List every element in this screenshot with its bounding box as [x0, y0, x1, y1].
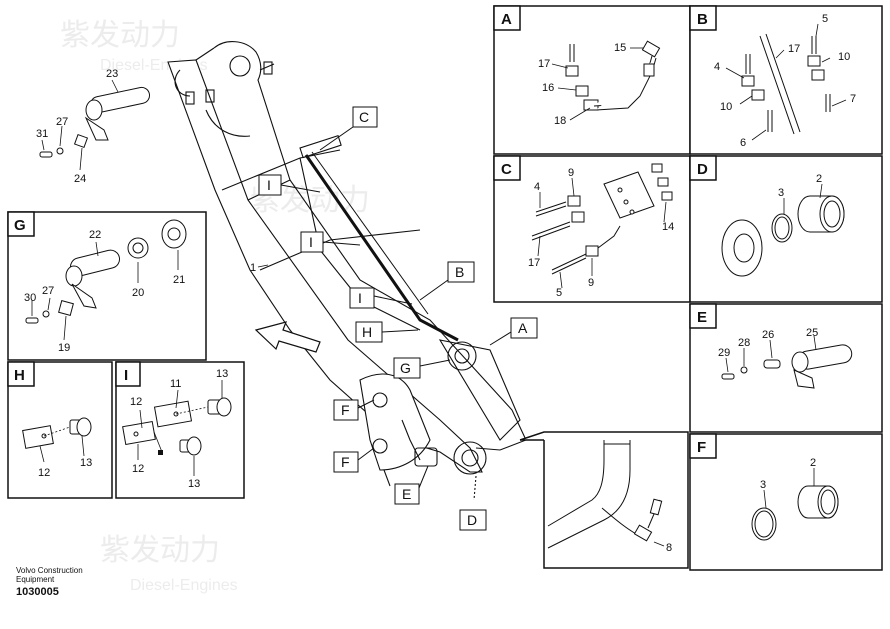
label-28: 28: [738, 337, 750, 349]
callout-box-d: [459, 509, 487, 531]
callout-a: A: [518, 320, 528, 336]
drawing-number: 1030005: [16, 586, 59, 598]
label-19: 19: [58, 342, 70, 354]
label-4: 4: [534, 181, 540, 193]
callout-e: E: [402, 486, 411, 502]
panel-h: H 12 13: [7, 361, 113, 499]
callout-d: D: [467, 512, 477, 528]
panel-a-title: A: [501, 11, 512, 28]
label-17: 17: [538, 58, 550, 70]
label-21: 21: [173, 274, 185, 286]
label-14: 14: [662, 221, 674, 233]
label-7: 7: [850, 93, 856, 105]
panel-g-title: G: [14, 217, 26, 234]
label-17: 17: [788, 43, 800, 55]
label-15: 15: [614, 42, 626, 54]
label-26: 26: [762, 329, 774, 341]
label-17: 17: [528, 257, 540, 269]
label-9: 9: [568, 167, 574, 179]
callout-i3: I: [358, 290, 362, 306]
panel-f: F 3 2: [689, 433, 883, 571]
label-12-b: 12: [132, 463, 144, 475]
callout-box-f2: [333, 451, 359, 473]
label-2: 2: [810, 457, 816, 469]
label-1: 1: [250, 262, 256, 274]
panel-b: B 5 4 17 10 10 7 6: [689, 5, 883, 155]
label-12: 12: [130, 396, 142, 408]
label-10-b: 10: [720, 101, 732, 113]
label-8: 8: [666, 542, 672, 554]
callout-h: H: [362, 324, 372, 340]
label-31: 31: [36, 128, 48, 140]
label-3: 3: [778, 187, 784, 199]
label-27: 27: [42, 285, 54, 297]
callout-b: B: [455, 264, 464, 280]
label-4: 4: [714, 61, 720, 73]
callout-i2: I: [309, 234, 313, 250]
panel-e-title: E: [697, 309, 707, 326]
watermark-cn: 紫发动力: [60, 19, 180, 52]
callout-box-i3: [349, 287, 375, 309]
label-12: 12: [38, 467, 50, 479]
label-3: 3: [760, 479, 766, 491]
watermark-cn: 紫发动力: [100, 534, 220, 567]
label-29: 29: [718, 347, 730, 359]
label-10: 10: [838, 51, 850, 63]
callout-c: C: [359, 109, 369, 125]
label-30: 30: [24, 292, 36, 304]
callout-box-e: [394, 483, 420, 505]
callout-f2: F: [341, 454, 350, 470]
callout-box-c: [352, 106, 378, 128]
label-27: 27: [56, 116, 68, 128]
panel-d-title: D: [697, 161, 708, 178]
label-13-b: 13: [188, 478, 200, 490]
panel-i-title: I: [124, 367, 128, 384]
boom-callouts: [258, 106, 538, 531]
label-11: 11: [170, 378, 181, 390]
panel-c-title: C: [501, 161, 512, 178]
label-13: 13: [80, 457, 92, 469]
panel-b-title: B: [697, 11, 708, 28]
footer-division: Equipment: [16, 575, 55, 584]
main-part-numbers: 23 27 31 24 1: [36, 68, 256, 274]
panel-detail: 8: [519, 431, 689, 569]
label-9-b: 9: [588, 277, 594, 289]
label-5: 5: [556, 287, 562, 299]
label-23: 23: [106, 68, 118, 80]
callout-box-a: [510, 317, 538, 339]
label-5: 5: [822, 13, 828, 25]
panel-h-title: H: [14, 367, 25, 384]
label-18: 18: [554, 115, 566, 127]
callout-g: G: [400, 360, 411, 376]
label-24: 24: [74, 173, 86, 185]
boom-assembly: [167, 41, 527, 501]
watermark-en: Diesel-Engines: [130, 577, 238, 594]
label-2: 2: [816, 173, 822, 185]
callout-box-b: [447, 261, 475, 283]
direction-arrow: [254, 321, 321, 353]
boom-callout-letters: C I I B I H G A F F E D: [267, 109, 528, 528]
label-6: 6: [740, 137, 746, 149]
panel-e: E 29 28 26 25: [689, 303, 883, 433]
pin-23-illustration: [39, 86, 151, 158]
panel-d: D 3 2: [689, 155, 883, 303]
panel-f-title: F: [697, 439, 706, 456]
panel-c: C 9 4 14 17 9 5: [493, 155, 691, 303]
callout-box-g: [393, 357, 421, 379]
label-16: 16: [542, 82, 554, 94]
main-leaders: [41, 79, 269, 268]
label-20: 20: [132, 287, 144, 299]
label-13: 13: [216, 368, 228, 380]
callout-i1: I: [267, 177, 271, 193]
panel-a: A 17 15 16 18: [493, 5, 691, 155]
panel-i: I 12 11 13 12 13: [115, 361, 245, 499]
callout-box-f1: [333, 399, 359, 421]
label-22: 22: [89, 229, 101, 241]
panel-g: G 22 27 30 20 21 19: [7, 211, 207, 361]
label-25: 25: [806, 327, 818, 339]
callout-f1: F: [341, 402, 350, 418]
footer-company: Volvo Construction: [16, 566, 83, 575]
